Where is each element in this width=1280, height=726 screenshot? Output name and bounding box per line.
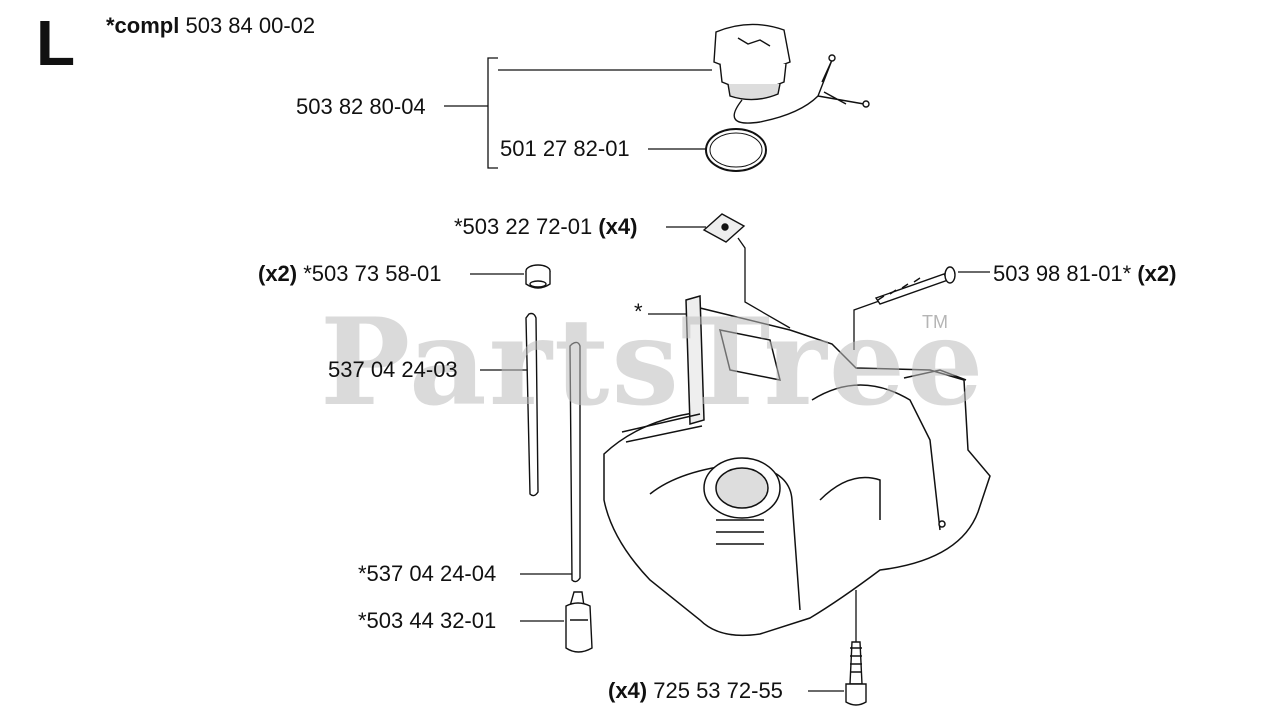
part-qty: (x2) — [1137, 261, 1177, 286]
assembly-prefix: *compl — [106, 13, 180, 38]
part-number: *503 44 32-01 — [358, 608, 497, 633]
fuel-tank-housing — [603, 295, 991, 637]
watermark-text: PartsTree — [320, 292, 986, 433]
part-label-bolt[interactable]: 503 98 81-01* (x2) — [993, 262, 1176, 286]
part-number: 537 04 24-03 — [328, 357, 458, 382]
part-number: * — [634, 299, 643, 324]
leader-clip-down — [737, 237, 791, 329]
o-ring-icon — [705, 128, 767, 172]
part-label-o-ring[interactable]: 501 27 82-01 — [500, 137, 630, 161]
clip-icon — [702, 213, 746, 243]
part-number: 725 53 72-55 — [653, 678, 783, 703]
fuel-cap-icon — [713, 23, 870, 124]
section-letter: L — [36, 7, 76, 79]
part-label-filter[interactable]: *503 44 32-01 — [358, 609, 496, 633]
watermark: PartsTree — [320, 292, 985, 433]
part-number: 501 27 82-01 — [500, 136, 630, 161]
part-qty: (x4) — [608, 678, 648, 703]
long-bolt-icon — [874, 266, 956, 305]
part-label-asterisk[interactable]: * — [634, 300, 643, 324]
part-label-cap-assembly[interactable]: 503 82 80-04 — [296, 95, 426, 119]
part-label-clip[interactable]: *503 22 72-01 (x4) — [454, 215, 637, 239]
assembly-bracket — [444, 57, 498, 169]
hose-2-icon — [569, 341, 581, 583]
part-label-screw[interactable]: (x4) 725 53 72-55 — [608, 679, 783, 703]
part-number: *537 04 24-04 — [358, 561, 497, 586]
part-number: *503 73 58-01 — [303, 261, 442, 286]
trademark-mark: TM — [922, 312, 948, 332]
leader-bolt-down — [853, 299, 883, 350]
grommet-icon — [525, 264, 551, 289]
part-label-hose-1[interactable]: 537 04 24-03 — [328, 358, 458, 382]
part-number: 503 82 80-04 — [296, 94, 426, 119]
part-qty: (x4) — [598, 214, 638, 239]
assembly-label[interactable]: *compl 503 84 00-02 — [106, 14, 315, 38]
part-label-grommet[interactable]: (x2) *503 73 58-01 — [258, 262, 441, 286]
assembly-number: 503 84 00-02 — [185, 13, 316, 38]
fuel-filter-icon — [565, 591, 593, 653]
part-number: 503 98 81-01* — [993, 261, 1132, 286]
screw-icon — [845, 641, 867, 706]
part-label-hose-2[interactable]: *537 04 24-04 — [358, 562, 496, 586]
part-number: *503 22 72-01 — [454, 214, 593, 239]
hose-1-icon — [525, 312, 539, 497]
part-qty: (x2) — [258, 261, 298, 286]
